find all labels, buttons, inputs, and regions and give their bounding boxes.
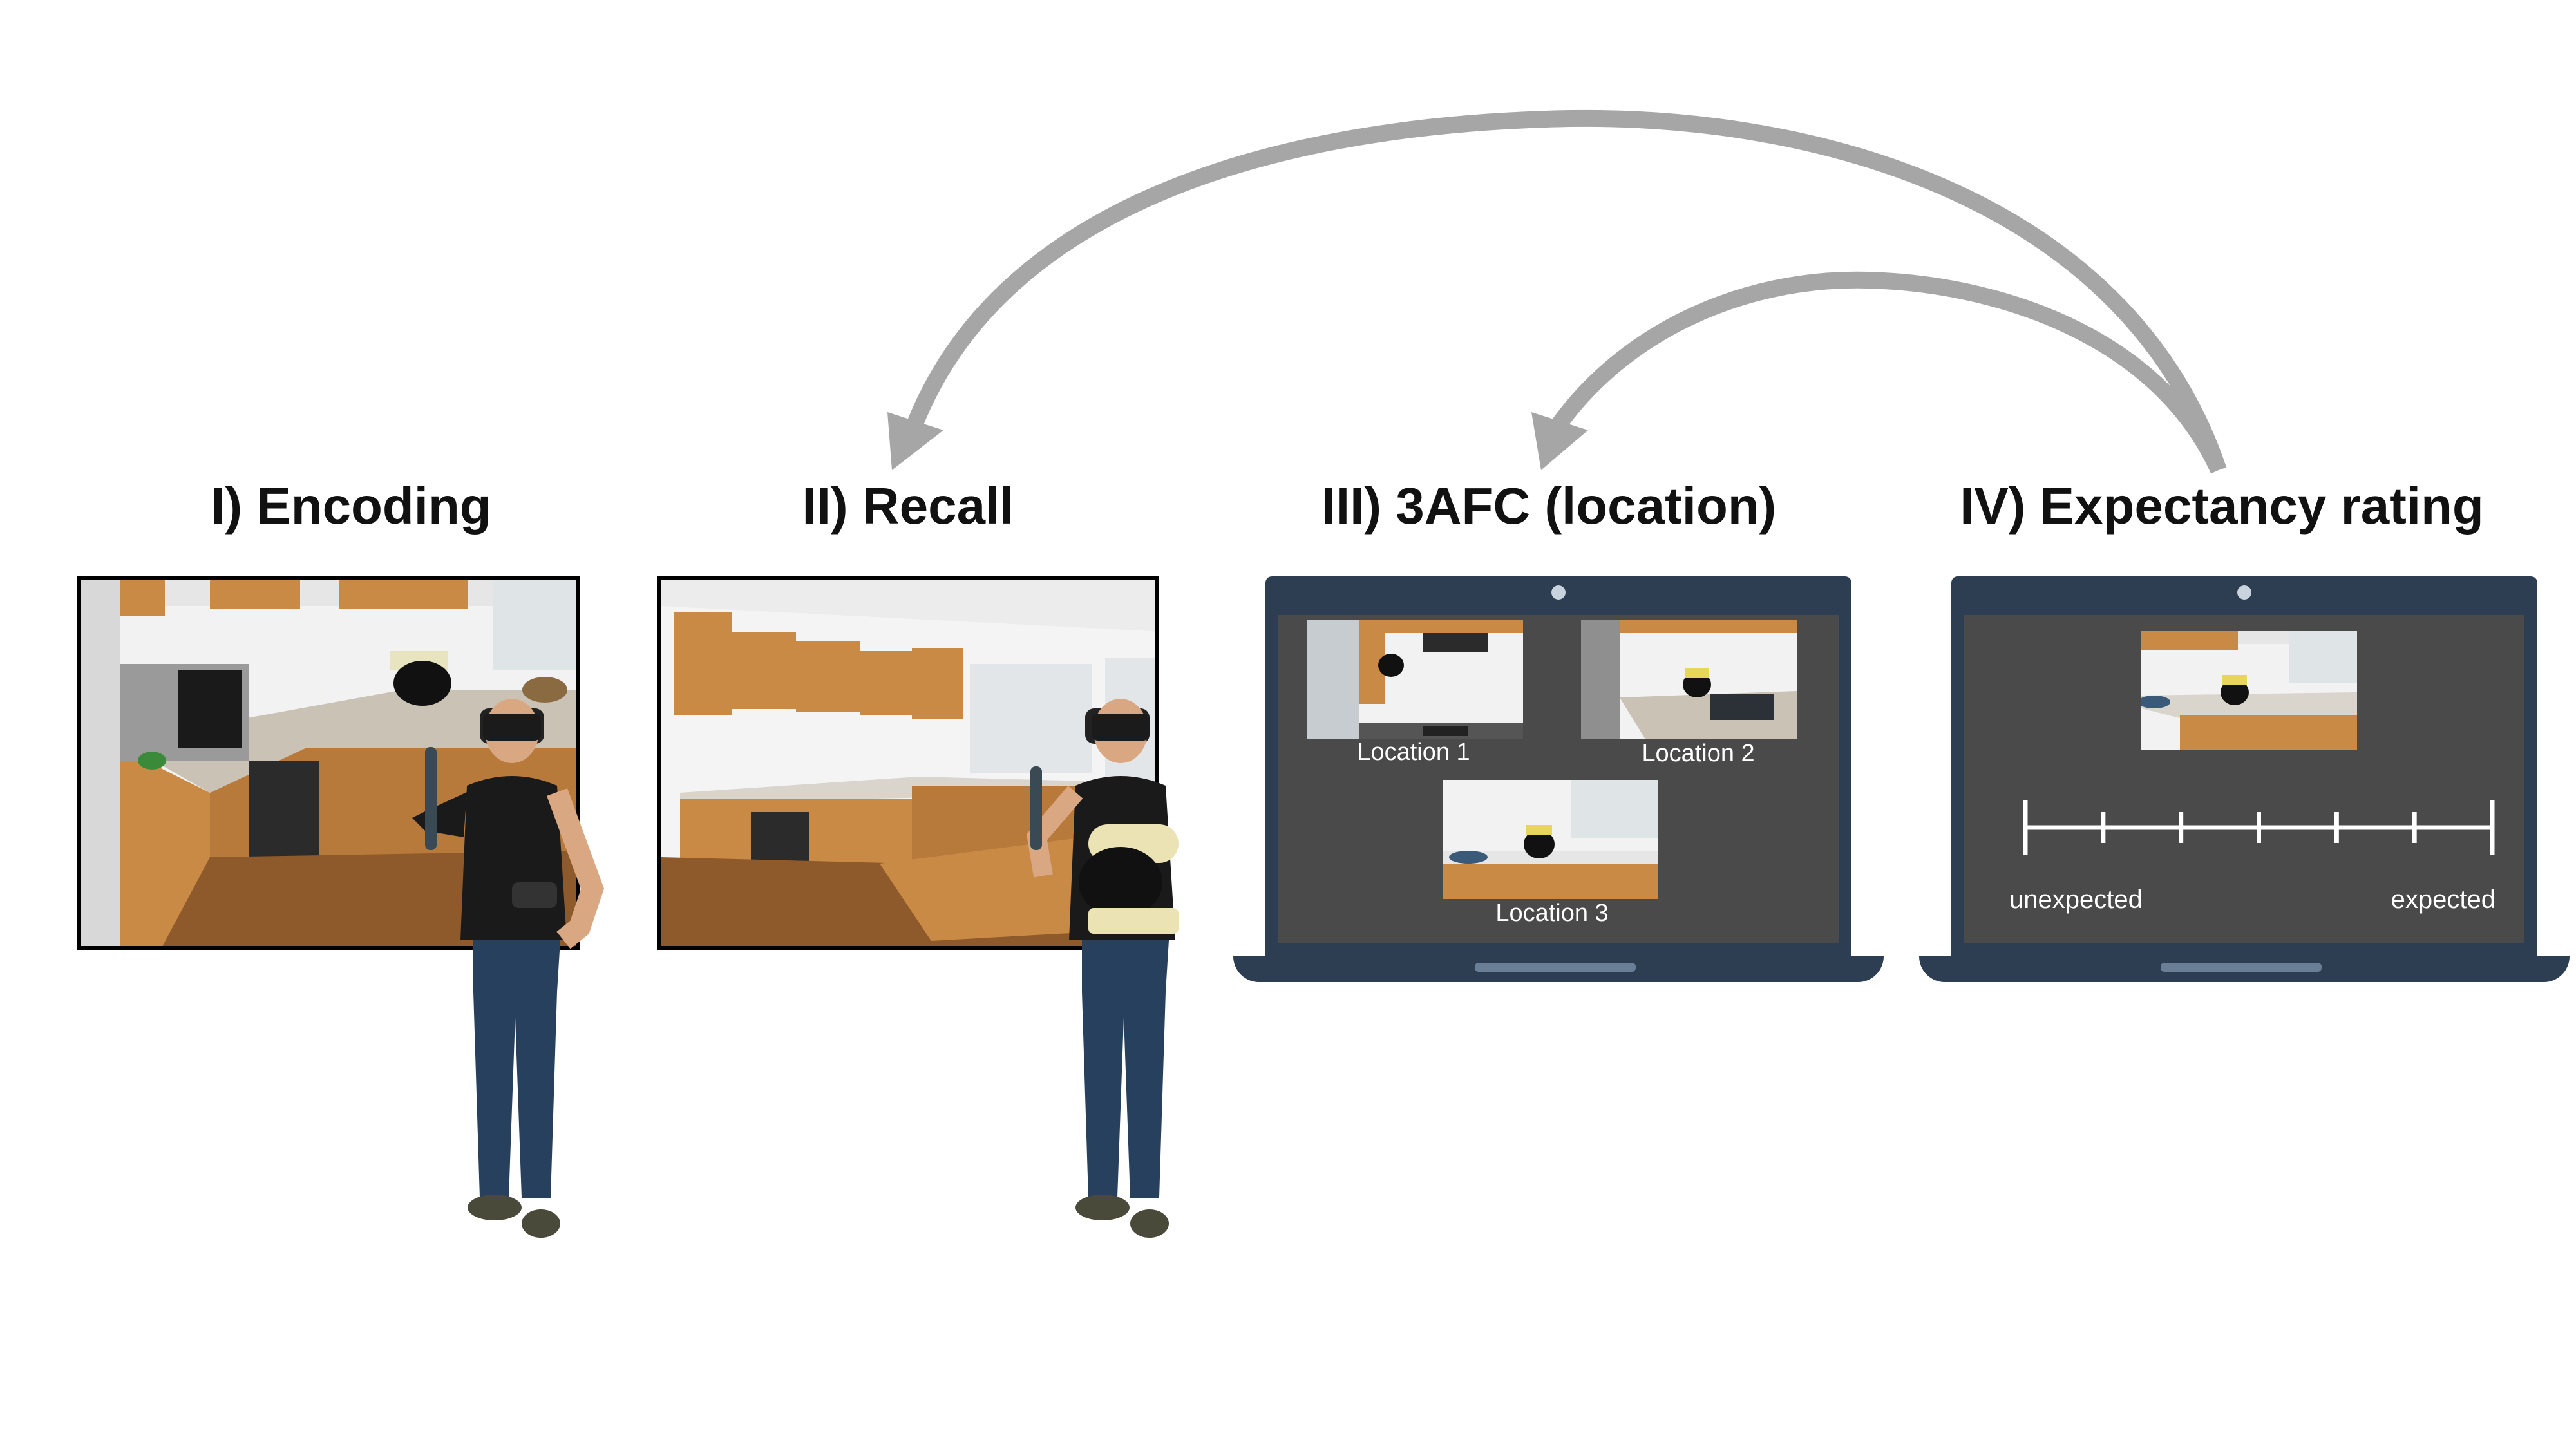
rating-label-expected: expected xyxy=(2391,886,2496,914)
afc-option-thumb-2[interactable] xyxy=(1581,620,1797,739)
stage-title-recall: II) Recall xyxy=(802,477,1014,535)
laptop-afc: Location 1 Location 2 Location 3 xyxy=(1233,576,1884,989)
afc-option-label-3: Location 3 xyxy=(1495,900,1609,927)
afc-option-thumb-1[interactable] xyxy=(1307,620,1523,739)
stage-title-afc: III) 3AFC (location) xyxy=(1321,477,1777,535)
recall-scene xyxy=(657,576,1159,950)
arrowhead-afc-icon xyxy=(1531,412,1588,470)
afc-option-thumb-3[interactable] xyxy=(1443,780,1658,899)
arrowhead-recall-icon xyxy=(887,412,943,470)
rating-object-thumb xyxy=(2141,631,2357,750)
laptop-rating: unexpected expected xyxy=(1919,576,2570,989)
arrow-to-recall xyxy=(906,109,2227,473)
laptop-trackpad xyxy=(1475,963,1636,972)
stage-title-rating: IV) Expectancy rating xyxy=(1960,477,2484,535)
arrow-to-afc xyxy=(1551,271,2226,474)
webcam-icon xyxy=(2237,585,2251,600)
laptop-trackpad xyxy=(2161,963,2322,972)
afc-option-label-1: Location 1 xyxy=(1357,739,1470,766)
stage-title-encoding: I) Encoding xyxy=(211,477,491,535)
rating-scale[interactable] xyxy=(1964,789,2524,866)
afc-screen: Location 1 Location 2 Location 3 xyxy=(1278,615,1839,943)
rating-label-unexpected: unexpected xyxy=(2009,886,2143,914)
vr-participant-encoding xyxy=(412,699,605,1238)
rating-screen: unexpected expected xyxy=(1964,615,2524,943)
afc-option-label-2: Location 2 xyxy=(1642,740,1755,767)
vr-participant-recall xyxy=(1027,699,1179,1238)
webcam-icon xyxy=(1551,585,1566,600)
